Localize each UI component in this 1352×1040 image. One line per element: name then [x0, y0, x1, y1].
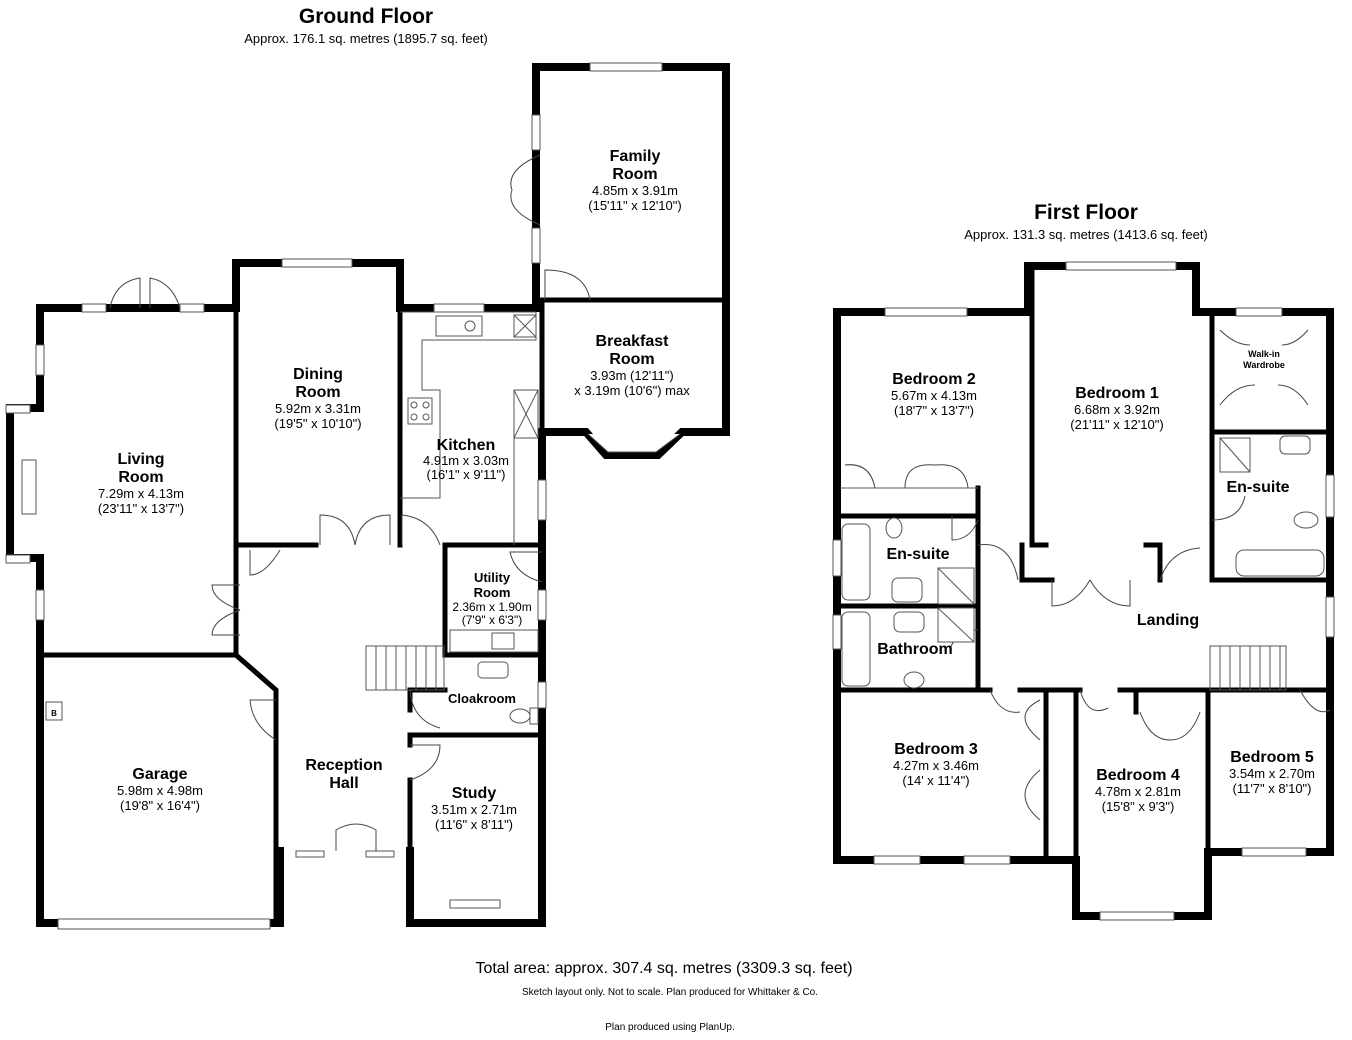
svg-text:Garage: Garage — [132, 766, 187, 783]
kitchen-fittings — [400, 311, 539, 545]
ground-floor-area: Approx. 176.1 sq. metres (1895.7 sq. fee… — [244, 31, 488, 46]
ground-doors — [109, 154, 591, 851]
svg-text:Wardrobe: Wardrobe — [1243, 360, 1285, 370]
total-area: Total area: approx. 307.4 sq. metres (33… — [475, 960, 852, 977]
svg-text:7.29m x 4.13m: 7.29m x 4.13m — [98, 486, 184, 501]
boiler-label: B — [51, 709, 57, 718]
room-utility-room: Utility Room 2.36m x 1.90m (7'9" x 6'3") — [452, 570, 531, 627]
svg-text:3.54m x 2.70m: 3.54m x 2.70m — [1229, 766, 1315, 781]
credit-note: Plan produced using PlanUp. — [605, 1022, 735, 1033]
svg-text:(23'11" x 13'7"): (23'11" x 13'7") — [98, 501, 184, 516]
svg-text:Room: Room — [609, 351, 654, 368]
bay-window — [587, 433, 681, 453]
svg-text:(18'7" x 13'7"): (18'7" x 13'7") — [894, 403, 974, 418]
room-en-suite-left: En-suite — [886, 546, 949, 563]
utility-fittings — [449, 629, 539, 653]
svg-text:Room: Room — [474, 585, 511, 600]
svg-text:(11'6" x 8'11"): (11'6" x 8'11") — [435, 817, 513, 832]
svg-text:(14' x 11'4"): (14' x 11'4") — [902, 773, 969, 788]
svg-text:Study: Study — [452, 785, 497, 802]
room-en-suite-right: En-suite — [1226, 479, 1289, 496]
room-walk-in-wardrobe: Walk-in Wardrobe — [1243, 349, 1285, 370]
svg-text:Cloakroom: Cloakroom — [448, 691, 516, 706]
room-bedroom-3: Bedroom 3 4.27m x 3.46m (14' x 11'4") — [893, 741, 979, 788]
svg-text:3.51m x 2.71m: 3.51m x 2.71m — [431, 802, 517, 817]
svg-text:(16'1" x 9'11"): (16'1" x 9'11") — [427, 467, 506, 482]
svg-text:(15'11" x 12'10"): (15'11" x 12'10") — [588, 198, 681, 213]
room-family-room: Family Room 4.85m x 3.91m (15'11" x 12'1… — [588, 148, 681, 213]
svg-text:x 3.19m (10'6") max: x 3.19m (10'6") max — [574, 383, 690, 398]
first-windows — [832, 261, 1335, 921]
room-garage: Garage 5.98m x 4.98m (19'8" x 16'4") — [117, 766, 203, 813]
first-floor-title: First Floor — [1034, 201, 1138, 224]
first-stairs — [1209, 645, 1287, 691]
svg-text:(7'9" x 6'3"): (7'9" x 6'3") — [462, 613, 522, 627]
svg-text:Reception: Reception — [305, 757, 382, 774]
room-kitchen: Kitchen 4.91m x 3.03m (16'1" x 9'11") — [423, 437, 509, 482]
first-floor-plan: First Floor Approx. 131.3 sq. metres (14… — [832, 201, 1335, 921]
room-dining-room: Dining Room 5.92m x 3.31m (19'5" x 10'10… — [274, 366, 361, 431]
svg-text:(19'8" x 16'4"): (19'8" x 16'4") — [120, 798, 200, 813]
svg-text:Walk-in: Walk-in — [1248, 349, 1280, 359]
svg-text:(21'11" x 12'10"): (21'11" x 12'10") — [1070, 417, 1163, 432]
svg-text:Family: Family — [610, 148, 661, 165]
boiler-box — [45, 701, 63, 721]
svg-text:Bedroom 5: Bedroom 5 — [1230, 749, 1314, 766]
svg-text:6.68m x 3.92m: 6.68m x 3.92m — [1074, 402, 1160, 417]
ground-stairs — [365, 645, 445, 691]
svg-text:Bathroom: Bathroom — [877, 641, 953, 658]
svg-text:En-suite: En-suite — [886, 546, 949, 563]
svg-text:(11'7" x 8'10"): (11'7" x 8'10") — [1233, 781, 1312, 796]
svg-text:Bedroom 3: Bedroom 3 — [894, 741, 978, 758]
svg-text:4.27m x 3.46m: 4.27m x 3.46m — [893, 758, 979, 773]
svg-text:Bedroom 1: Bedroom 1 — [1075, 385, 1159, 402]
svg-text:Room: Room — [295, 384, 340, 401]
svg-text:En-suite: En-suite — [1226, 479, 1289, 496]
cloakroom-fittings — [477, 661, 539, 725]
room-bedroom-2: Bedroom 2 5.67m x 4.13m (18'7" x 13'7") — [891, 371, 977, 418]
svg-text:Utility: Utility — [474, 570, 511, 585]
svg-text:Bedroom 2: Bedroom 2 — [892, 371, 976, 388]
room-bedroom-1: Bedroom 1 6.68m x 3.92m (21'11" x 12'10"… — [1070, 385, 1163, 432]
svg-text:Room: Room — [612, 166, 657, 183]
room-bathroom: Bathroom — [877, 641, 953, 658]
ground-windows — [5, 62, 663, 930]
ground-floor-title: Ground Floor — [299, 5, 433, 28]
svg-text:Kitchen: Kitchen — [437, 437, 496, 454]
svg-text:Living: Living — [117, 451, 164, 468]
svg-text:Room: Room — [118, 469, 163, 486]
svg-text:5.67m x 4.13m: 5.67m x 4.13m — [891, 388, 977, 403]
svg-text:4.85m x 3.91m: 4.85m x 3.91m — [592, 183, 678, 198]
svg-text:Dining: Dining — [293, 366, 343, 383]
sketch-note: Sketch layout only. Not to scale. Plan p… — [522, 987, 818, 998]
room-landing: Landing — [1137, 612, 1199, 629]
svg-text:Hall: Hall — [329, 775, 358, 792]
ground-floor-plan: Ground Floor Approx. 176.1 sq. metres (1… — [5, 5, 730, 930]
room-bedroom-5: Bedroom 5 3.54m x 2.70m (11'7" x 8'10") — [1229, 749, 1315, 796]
svg-text:Bedroom 4: Bedroom 4 — [1096, 767, 1180, 784]
svg-text:3.93m (12'11"): 3.93m (12'11") — [590, 368, 673, 383]
svg-text:2.36m x 1.90m: 2.36m x 1.90m — [452, 600, 531, 614]
svg-text:Breakfast: Breakfast — [596, 333, 670, 350]
room-reception-hall: Reception Hall — [305, 757, 382, 792]
first-doors — [844, 329, 1331, 821]
svg-text:4.91m x 3.03m: 4.91m x 3.03m — [423, 453, 509, 468]
room-bedroom-4: Bedroom 4 4.78m x 2.81m (15'8" x 9'3") — [1095, 767, 1181, 814]
first-floor-area: Approx. 131.3 sq. metres (1413.6 sq. fee… — [964, 227, 1208, 242]
svg-text:5.98m x 4.98m: 5.98m x 4.98m — [117, 783, 203, 798]
room-study: Study 3.51m x 2.71m (11'6" x 8'11") — [431, 785, 517, 832]
svg-text:(19'5" x 10'10"): (19'5" x 10'10") — [274, 416, 361, 431]
svg-text:4.78m x 2.81m: 4.78m x 2.81m — [1095, 784, 1181, 799]
svg-text:5.92m x 3.31m: 5.92m x 3.31m — [275, 401, 361, 416]
ensuite-right-fittings — [1219, 435, 1325, 577]
svg-text:Landing: Landing — [1137, 612, 1199, 629]
bathroom-fittings — [841, 607, 975, 689]
room-breakfast-room: Breakfast Room 3.93m (12'11") x 3.19m (1… — [574, 333, 690, 398]
svg-text:(15'8" x 9'3"): (15'8" x 9'3") — [1102, 799, 1175, 814]
room-living-room: Living Room 7.29m x 4.13m (23'11" x 13'7… — [98, 451, 184, 516]
ensuite-left-fittings — [841, 517, 975, 605]
footer: Total area: approx. 307.4 sq. metres (33… — [475, 960, 852, 1033]
room-cloakroom: Cloakroom — [448, 691, 516, 706]
